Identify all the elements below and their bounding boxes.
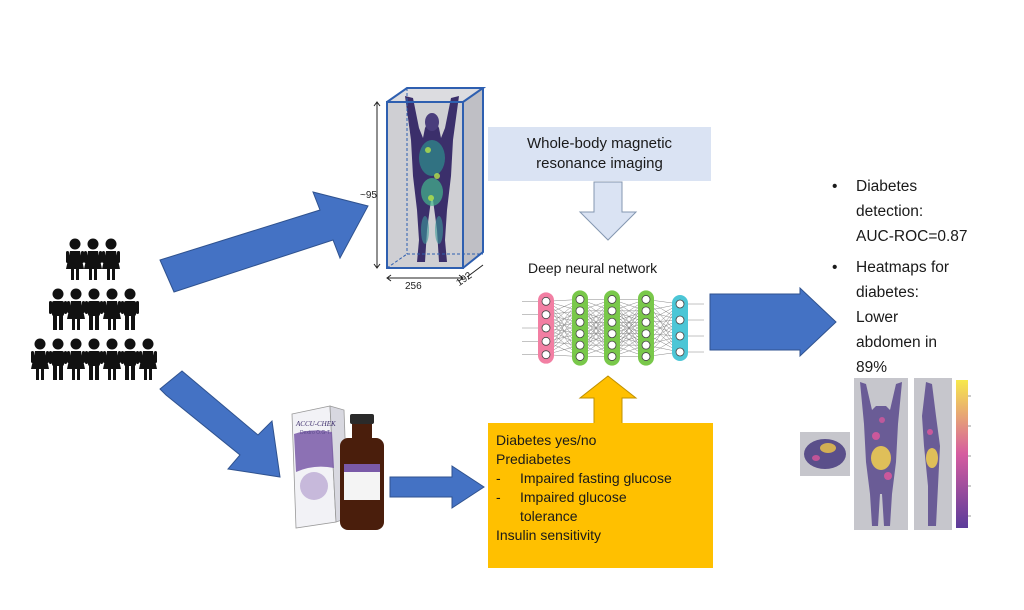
network-node [575, 352, 585, 361]
network-layer [672, 295, 688, 361]
network-node [675, 299, 685, 309]
network-node [675, 315, 685, 325]
neural-network-diagram [522, 290, 704, 366]
network-node [641, 340, 651, 350]
result-heatmaps-line: Lower [856, 309, 899, 326]
label-igt-line1: Impaired glucose [520, 489, 627, 505]
result-detection: • Diabetes detection: AUC-ROC=0.87 [830, 174, 1020, 249]
network-node [641, 306, 651, 316]
network-node [641, 352, 651, 361]
arrow-up-labels-to-network [578, 375, 638, 425]
network-node [541, 336, 551, 346]
product-name-text: Dextro O.G-T. [300, 430, 331, 436]
glucose-test-product-image [291, 405, 384, 530]
results-list: • Diabetes detection: AUC-ROC=0.87 • Hea… [830, 174, 1020, 386]
mri-label-line2: resonance imaging [536, 155, 663, 172]
network-node [541, 296, 551, 306]
network-node [541, 310, 551, 320]
network-node [641, 317, 651, 327]
body-scan-image [405, 96, 459, 262]
label-prediabetes: Prediabetes [496, 451, 571, 467]
network-node [575, 329, 585, 339]
network-node [607, 329, 617, 339]
network-node [541, 323, 551, 333]
arrow-to-glucose-test [159, 370, 281, 478]
result-heatmaps-line: abdomen in [856, 334, 938, 351]
arrow-to-results [709, 286, 837, 358]
network-node [607, 352, 617, 361]
network-node [575, 306, 585, 316]
population-icon [31, 238, 157, 380]
network-node [541, 350, 551, 360]
network-node [641, 295, 651, 304]
product-brand-text: ACCU-CHEK [296, 420, 336, 428]
network-node [575, 317, 585, 327]
result-heatmaps: • Heatmaps for diabetes: Lower abdomen i… [830, 255, 1020, 380]
bullet: • [832, 259, 838, 276]
label-insulin-sensitivity: Insulin sensitivity [496, 527, 602, 543]
dim-width-label: 256 [405, 281, 422, 292]
network-node [607, 317, 617, 327]
network-node [675, 347, 685, 357]
network-node [607, 295, 617, 304]
network-node [607, 340, 617, 350]
heatmap-images [800, 378, 971, 530]
arrow-to-mri [159, 191, 369, 293]
network-node [575, 340, 585, 350]
network-node [641, 329, 651, 339]
network-node [675, 331, 685, 341]
label-diabetes: Diabetes yes/no [496, 432, 597, 448]
result-detection-line: detection: [856, 203, 924, 220]
result-detection-line: Diabetes [856, 178, 918, 195]
dash-marker: - [496, 489, 501, 505]
network-node [607, 306, 617, 316]
result-detection-line: AUC-ROC=0.87 [856, 228, 968, 245]
label-ifg: Impaired fasting glucose [520, 470, 672, 486]
arrow-down-mri-to-network [578, 181, 638, 241]
mri-label-line1: Whole-body magnetic [526, 135, 673, 152]
network-node [575, 295, 585, 304]
dash-marker: - [496, 470, 501, 486]
labels-box: Diabetes yes/no Prediabetes - Impaired fa… [488, 423, 713, 568]
dim-depth-label: ~95 [360, 190, 377, 201]
result-heatmaps-line: Heatmaps for [856, 259, 950, 276]
result-heatmaps-line: 89% [856, 359, 888, 376]
arrow-to-labels [389, 465, 485, 509]
bullet: • [832, 178, 838, 195]
network-title: Deep neural network [528, 260, 658, 276]
result-heatmaps-line: diabetes: [856, 284, 919, 301]
label-igt-line2: tolerance [520, 508, 578, 524]
mri-volume-illustration [373, 87, 487, 282]
mri-label-box: Whole-body magnetic resonance imaging [488, 127, 711, 181]
